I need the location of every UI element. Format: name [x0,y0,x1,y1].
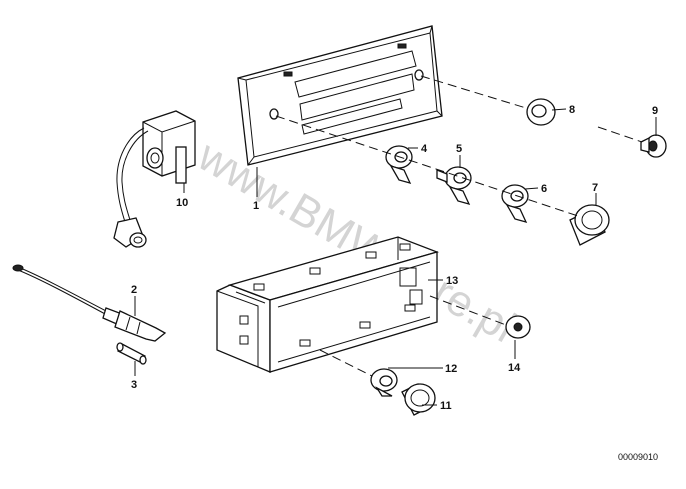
part-13-mounting-cage [216,236,440,373]
callout-7: 7 [592,182,598,194]
part-9-cap [640,134,667,158]
diagram-code: 00009010 [618,452,658,462]
part-11-knob [401,383,436,416]
part-12-clip [370,368,398,397]
callout-10: 10 [176,197,188,209]
part-8-grommet [526,98,556,126]
part-4-clip [385,145,413,184]
leader-lines [134,108,657,406]
callout-9: 9 [652,105,658,117]
part-5-knob-shaft [436,166,472,205]
callout-6: 6 [541,183,547,195]
callout-4: 4 [421,143,428,155]
part-3-connector-sleeve [116,342,147,365]
part-10-antenna-amplifier [113,110,196,248]
callout-12: 12 [445,363,457,375]
assembly-lines [275,75,643,377]
callout-8: 8 [569,104,575,116]
part-2-antenna-lead [12,264,167,342]
part-6-clip [501,184,529,223]
callout-2: 2 [131,284,137,296]
callout-3: 3 [131,379,137,391]
callout-5: 5 [456,143,462,155]
callout-14: 14 [508,362,521,374]
callout-13: 13 [446,275,458,287]
part-14-washer [505,315,531,339]
part-7-knob [569,204,610,246]
callout-1: 1 [253,200,259,212]
callout-11: 11 [440,400,452,412]
callouts: 1 2 3 4 5 6 7 8 9 10 11 12 13 14 [131,104,658,412]
part-1-front-frame [237,25,443,166]
